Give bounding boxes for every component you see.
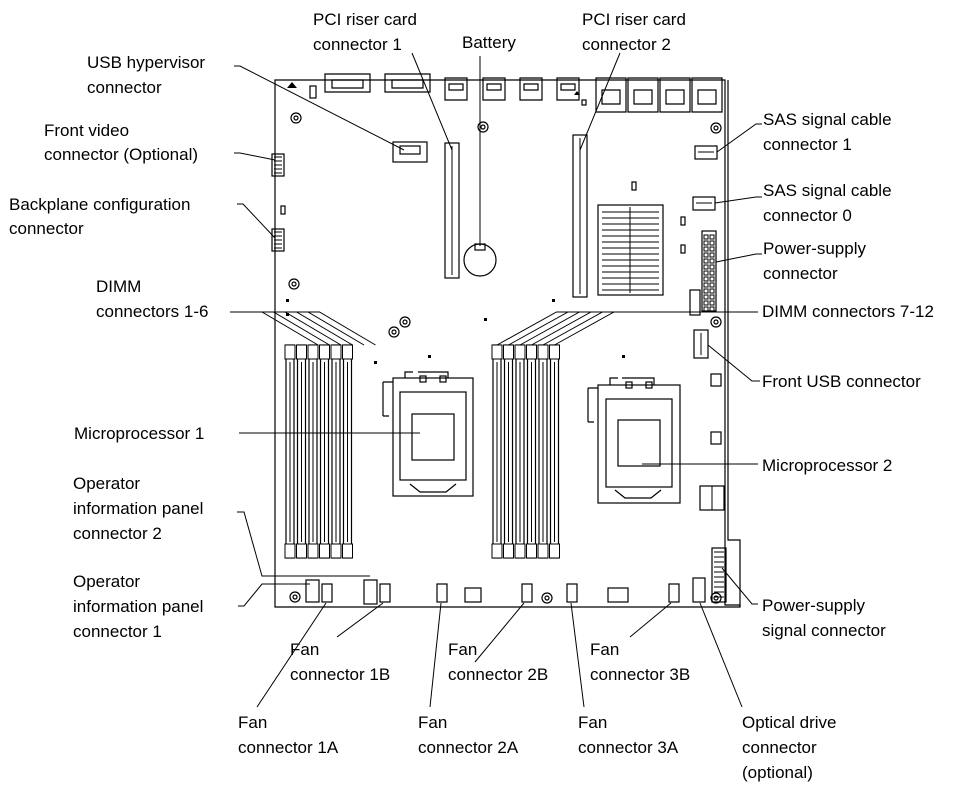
label-operator-panel-1: Operator information panel connector 1 [73, 572, 208, 641]
label-microprocessor-2: Microprocessor 2 [762, 456, 892, 475]
label-fan-2b: Fan connector 2B [448, 640, 548, 684]
fan-connector-1b [379, 583, 391, 603]
serial-port [324, 73, 371, 93]
triangle-mark [287, 82, 297, 88]
fan-connector-1a [321, 583, 333, 603]
dimm-slot [330, 344, 342, 559]
front-video-connector [271, 153, 285, 177]
label-microprocessor-1: Microprocessor 1 [74, 424, 204, 443]
label-pci-riser-2: PCI riser card connector 2 [582, 10, 691, 54]
label-battery: Battery [462, 33, 516, 52]
sas-connectors [692, 145, 718, 211]
dimm-slot [503, 344, 514, 559]
small-connector [607, 587, 629, 603]
dimm-slot [526, 344, 537, 559]
pci-riser-connector-1 [444, 142, 460, 279]
label-optical-drive: Optical drive connector (optional) [742, 713, 841, 782]
dimm-slot [537, 344, 549, 559]
labels: PCI riser card connector 1 Battery PCI r… [9, 10, 934, 782]
mounting-holes [288, 112, 722, 604]
front-usb-connector [693, 329, 709, 359]
pci-riser-connector-2 [572, 134, 588, 298]
fan-connector-2b [521, 583, 533, 603]
label-fan-1b: Fan connector 1B [290, 640, 390, 684]
microprocessor-1 [382, 371, 474, 497]
video-port [384, 73, 431, 93]
label-fan-3a: Fan connector 3A [578, 713, 679, 757]
dimm-slot [549, 344, 560, 559]
leader-lines [230, 52, 762, 708]
label-operator-panel-2: Operator information panel connector 2 [73, 474, 208, 543]
rear-io-connectors [287, 73, 723, 113]
label-power-supply-signal: Power-supply signal connector [762, 596, 886, 640]
rear-stub [309, 85, 317, 99]
label-pci-riser-1: PCI riser card connector 1 [313, 10, 422, 54]
label-power-supply: Power-supply connector [763, 239, 871, 283]
power-supply-signal-connector [711, 547, 727, 603]
label-fan-3b: Fan connector 3B [590, 640, 690, 684]
dimm-connectors-7-12 [491, 344, 560, 559]
dimm-slot [296, 344, 307, 559]
system-board [274, 79, 741, 608]
label-front-video: Front video connector (Optional) [44, 121, 198, 164]
usb-ports [444, 77, 580, 101]
label-dimm-1-6: DIMM connectors 1-6 [96, 277, 208, 321]
usb-hypervisor-connector [392, 141, 428, 163]
label-sas-1: SAS signal cable connector 1 [763, 110, 896, 154]
dimm-connectors-1-6 [284, 344, 353, 559]
fan-connector-3a [566, 583, 578, 603]
microprocessor-2 [587, 373, 725, 511]
dimm-slot [319, 344, 330, 559]
power-supply-connector [680, 216, 717, 316]
battery [463, 243, 497, 277]
ethernet-ports [595, 77, 723, 113]
label-usb-hypervisor: USB hypervisor connector [87, 53, 210, 97]
label-fan-2a: Fan connector 2A [418, 713, 519, 757]
dimm-slot [491, 344, 503, 559]
small-connector [464, 587, 482, 603]
board-outline-right [274, 80, 741, 608]
label-fan-1a: Fan connector 1A [238, 713, 339, 757]
dimm-slot [514, 344, 526, 559]
operator-panel-connector-1 [305, 579, 320, 603]
board-outline-top-left [274, 79, 741, 607]
small-components [286, 299, 625, 364]
dimm-slot [307, 344, 319, 559]
fan-connector-3b [668, 583, 680, 603]
dimm-slot [342, 344, 353, 559]
operator-panel-connector-2 [363, 579, 378, 605]
label-backplane-config: Backplane configuration connector [9, 195, 195, 238]
label-front-usb: Front USB connector [762, 372, 921, 391]
optical-drive-connector [692, 577, 706, 603]
chipset-heatsink [597, 181, 664, 296]
label-sas-0: SAS signal cable connector 0 [763, 181, 896, 225]
dimm-slot [284, 344, 296, 559]
label-dimm-7-12: DIMM connectors 7-12 [762, 302, 934, 321]
backplane-config-connector [271, 205, 286, 252]
fan-connector-2a [436, 583, 448, 603]
